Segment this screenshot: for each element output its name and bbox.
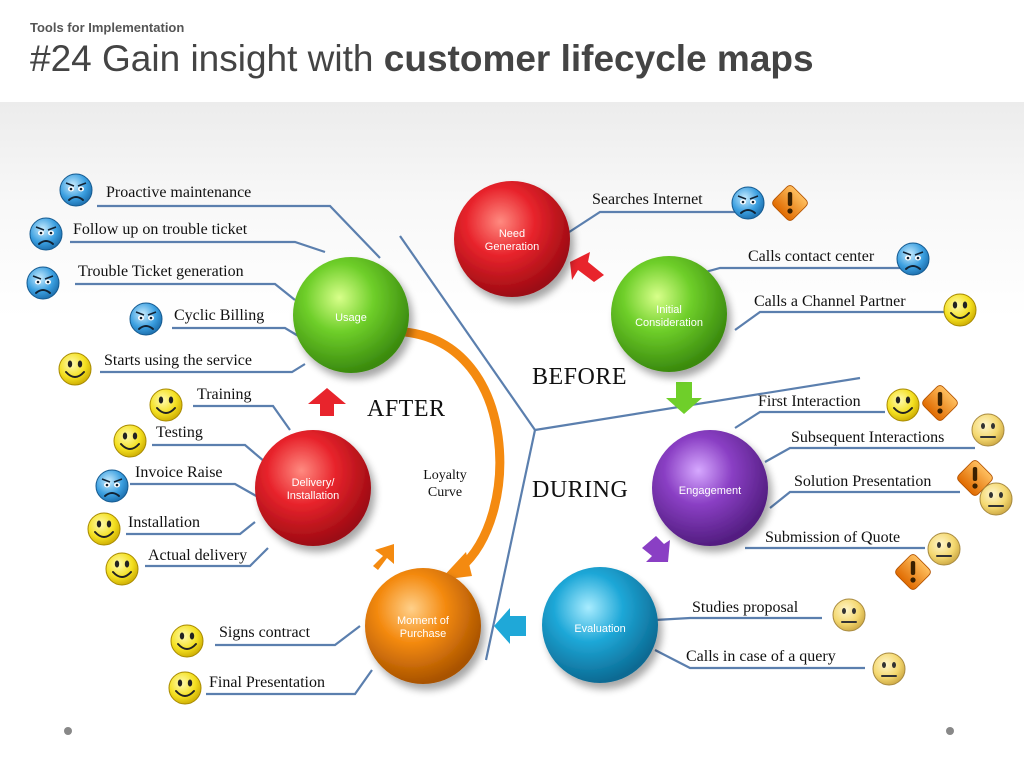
- arrow-purchase-to-delivery: [373, 544, 394, 570]
- label-submission-of-quote: Submission of Quote: [765, 529, 901, 546]
- arrow-initial-to-engagement: [666, 382, 702, 414]
- slide-kicker: Tools for Implementation: [30, 20, 185, 35]
- stage-need-generation: [454, 181, 570, 297]
- warning-icon: [920, 383, 960, 423]
- label-searches-internet: Searches Internet: [592, 191, 703, 208]
- label-calls-in-case-of-query: Calls in case of a query: [686, 648, 836, 665]
- label-installation: Installation: [128, 514, 200, 531]
- sad-face-icon: [29, 217, 63, 251]
- need-line-1: Need: [499, 228, 525, 240]
- stage-engagement: [652, 430, 768, 546]
- label-training: Training: [197, 386, 252, 403]
- flow-arrows: [308, 252, 702, 644]
- happy-face-icon: [113, 424, 147, 458]
- connector-lines: [70, 204, 975, 696]
- happy-face-icon: [87, 512, 121, 546]
- stage-initial-consideration: [611, 256, 727, 372]
- arrow-delivery-to-usage: [308, 388, 346, 416]
- loyalty-curve-arrow: [400, 327, 505, 573]
- happy-face-icon: [149, 388, 183, 422]
- loyalty-curve-label: Loyalty Curve: [423, 468, 467, 500]
- label-actual-delivery: Actual delivery: [148, 547, 248, 564]
- delivery-line-2: Installation: [287, 490, 340, 502]
- happy-face-icon: [943, 293, 977, 327]
- stage-moment-of-purchase: [365, 568, 481, 684]
- title-prefix: #24 Gain insight with: [30, 38, 384, 79]
- sad-face-icon: [26, 266, 60, 300]
- label-calls-contact-center: Calls contact center: [748, 248, 875, 265]
- initial-line-1: Initial: [656, 304, 682, 316]
- label-final-presentation: Final Presentation: [209, 674, 325, 691]
- label-signs-contract: Signs contract: [219, 624, 311, 641]
- divider-line-after-lower: [484, 429, 537, 661]
- happy-face-icon: [58, 352, 92, 386]
- loyalty-curve-arrowhead: [440, 552, 472, 580]
- label-usage: Usage: [335, 312, 367, 324]
- label-starts-using-service: Starts using the service: [104, 352, 252, 369]
- label-invoice-raise: Invoice Raise: [135, 464, 223, 481]
- label-cyclic-billing: Cyclic Billing: [174, 307, 265, 324]
- arrow-evaluation-to-purchase: [494, 608, 526, 644]
- sad-face-icon: [59, 173, 93, 207]
- warning-icon: [893, 552, 933, 592]
- purchase-line-2: Purchase: [400, 628, 446, 640]
- happy-face-icon: [170, 624, 204, 658]
- divider-line-before-after: [399, 235, 536, 431]
- label-calls-channel-partner: Calls a Channel Partner: [754, 293, 906, 310]
- phase-after: AFTER: [367, 396, 446, 422]
- divider-line-during: [534, 376, 861, 432]
- label-solution-presentation: Solution Presentation: [794, 473, 932, 490]
- sad-face-icon: [129, 302, 163, 336]
- neutral-face-icon: [971, 413, 1005, 447]
- stage-delivery-installation: [255, 430, 371, 546]
- slide-dot-left: [64, 727, 72, 735]
- happy-face-icon: [168, 671, 202, 705]
- label-engagement: Engagement: [679, 485, 741, 497]
- stage-usage: [293, 257, 409, 373]
- label-subsequent-interactions: Subsequent Interactions: [791, 429, 945, 446]
- label-trouble-ticket-generation: Trouble Ticket generation: [78, 263, 244, 280]
- title-bold: customer lifecycle maps: [383, 38, 814, 79]
- label-evaluation: Evaluation: [574, 623, 625, 635]
- label-first-interaction: First Interaction: [758, 393, 861, 410]
- label-delivery-installation: Delivery/Installation: [287, 477, 340, 502]
- initial-line-2: Consideration: [635, 317, 703, 329]
- sad-face-icon: [896, 242, 930, 276]
- neutral-face-icon: [979, 482, 1013, 516]
- sad-face-icon: [731, 186, 765, 220]
- neutral-face-icon: [872, 652, 906, 686]
- happy-face-icon: [105, 552, 139, 586]
- phase-before: BEFORE: [532, 364, 628, 390]
- slide-title: #24 Gain insight with customer lifecycle…: [30, 38, 814, 80]
- delivery-line-1: Delivery/: [292, 477, 336, 489]
- purchase-line-1: Moment of: [397, 615, 450, 627]
- neutral-face-icon: [927, 532, 961, 566]
- label-proactive-maintenance: Proactive maintenance: [106, 184, 252, 201]
- happy-face-icon: [886, 388, 920, 422]
- label-studies-proposal: Studies proposal: [692, 599, 799, 616]
- label-testing: Testing: [156, 424, 203, 441]
- stage-evaluation: [542, 567, 658, 683]
- arrow-need-to-initial: [570, 252, 604, 282]
- arrow-engagement-to-evaluation: [642, 536, 670, 562]
- sad-face-icon: [95, 469, 129, 503]
- phase-during: DURING: [532, 477, 629, 503]
- warning-icon: [770, 183, 810, 223]
- slide-dot-right: [946, 727, 954, 735]
- label-follow-up-trouble-ticket: Follow up on trouble ticket: [73, 221, 248, 238]
- neutral-face-icon: [832, 598, 866, 632]
- need-line-2: Generation: [485, 241, 539, 253]
